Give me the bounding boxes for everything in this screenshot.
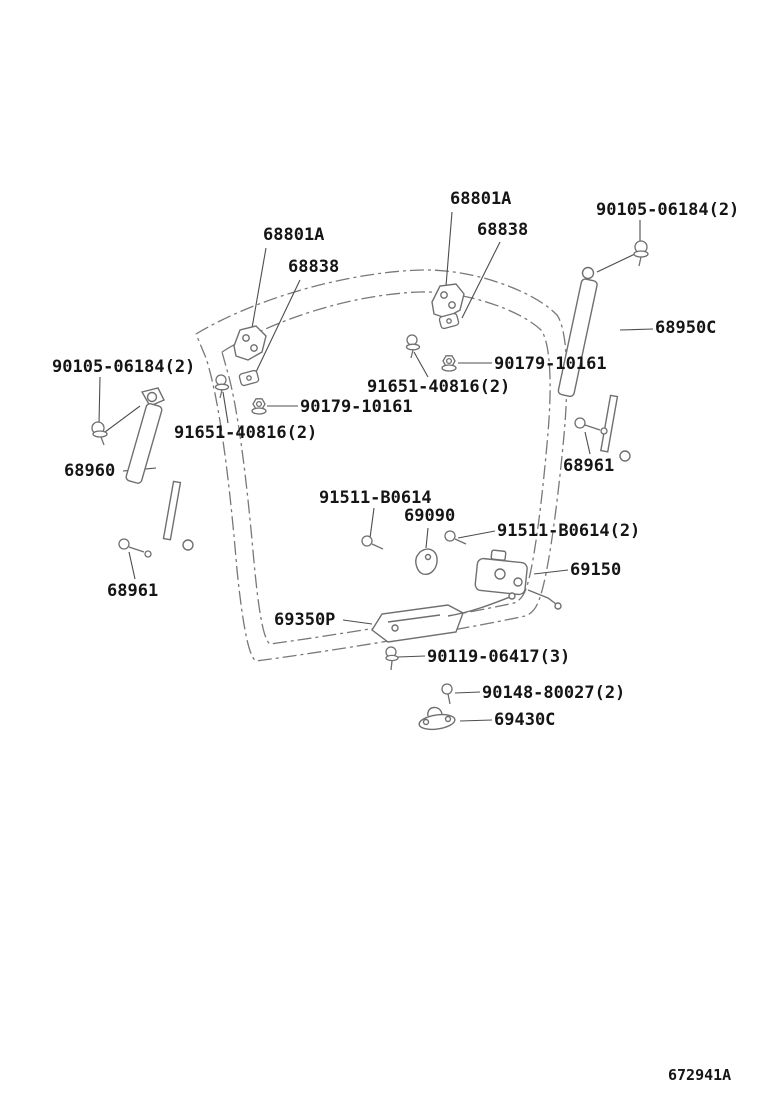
part-label-90105-left: 90105-06184(2) xyxy=(52,357,196,377)
bolt-90105-right xyxy=(634,241,648,266)
part-label-68838-left: 68838 xyxy=(288,257,340,277)
part-label-68961-right: 68961 xyxy=(563,456,615,476)
part-label-68961-left: 68961 xyxy=(107,581,159,601)
part-label-90179-right: 90179-10161 xyxy=(494,354,607,374)
part-label-91651-left: 91651-40816(2) xyxy=(174,423,318,443)
stud-bolt-68961-left xyxy=(119,539,151,557)
part-label-90105-top-right: 90105-06184(2) xyxy=(596,200,740,220)
part-label-91511: 91511-B0614 xyxy=(319,488,432,508)
part-label-90179-left: 90179-10161 xyxy=(300,397,413,417)
part-label-68960: 68960 xyxy=(64,461,116,481)
hinge-pad-right xyxy=(439,313,459,329)
hinge-right xyxy=(432,284,464,318)
lock-assembly-69150 xyxy=(475,550,561,609)
part-label-91511-2: 91511-B0614(2) xyxy=(497,521,641,541)
hinge-left xyxy=(234,326,266,360)
figure-code: 672941A xyxy=(668,1066,732,1084)
bolt-91511-right xyxy=(445,531,466,544)
part-label-69150: 69150 xyxy=(570,560,622,580)
stud-bolt-68961-right xyxy=(575,418,607,434)
control-bracket-69350P xyxy=(372,593,515,642)
gas-strut-left xyxy=(125,388,193,550)
bolt-91511-left xyxy=(362,536,383,549)
part-label-69090: 69090 xyxy=(404,506,456,526)
bolt-90105-left xyxy=(92,422,107,445)
part-label-90119: 90119-06417(3) xyxy=(427,647,571,667)
part-label-68838-top: 68838 xyxy=(477,220,529,240)
cam-plate-69090 xyxy=(416,549,437,574)
bolt-90119 xyxy=(386,647,398,670)
part-label-68801A-top: 68801A xyxy=(450,189,512,209)
gas-strut-right xyxy=(558,268,630,462)
bolt-91651-right xyxy=(407,335,420,358)
part-label-69350P: 69350P xyxy=(274,610,336,630)
part-label-68950C: 68950C xyxy=(655,318,717,338)
bolt-91651-left xyxy=(216,375,229,398)
hinge-pad-left xyxy=(239,370,259,386)
part-label-91651-mid: 91651-40816(2) xyxy=(367,377,511,397)
nut-90179-right xyxy=(442,356,456,371)
striker-69430C xyxy=(418,707,456,731)
leader-lines xyxy=(99,212,653,721)
part-label-68801A-left: 68801A xyxy=(263,225,325,245)
screw-90148 xyxy=(442,684,452,704)
part-label-90148: 90148-80027(2) xyxy=(482,683,626,703)
part-label-69430C: 69430C xyxy=(494,710,556,730)
nut-90179-left xyxy=(252,399,266,414)
